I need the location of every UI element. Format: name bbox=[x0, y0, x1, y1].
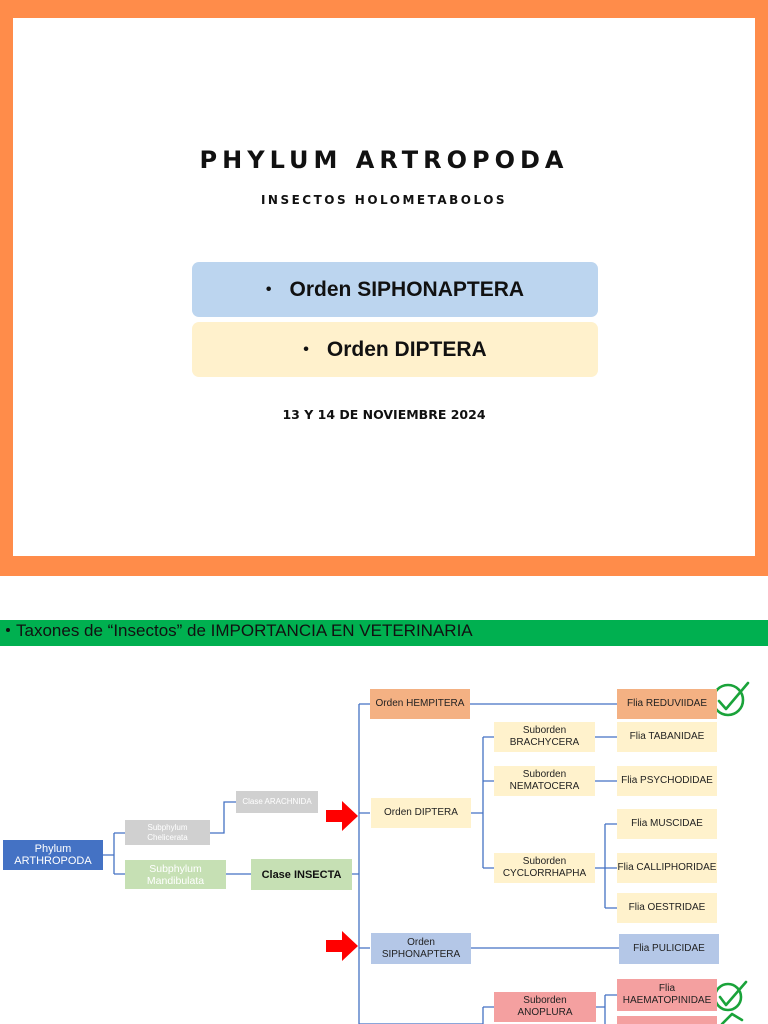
order-siphonaptera-box: • Orden SIPHONAPTERA bbox=[192, 262, 598, 317]
slide-date: 13 Y 14 DE NOVIEMBRE 2024 bbox=[282, 407, 486, 422]
node-flia-calliphoridae: Flia CALLIPHORIDAE bbox=[617, 853, 717, 883]
taxa-banner-text: Taxones de “Insectos” de IMPORTANCIA EN … bbox=[16, 621, 473, 640]
node-flia-oestridae: Flia OESTRIDAE bbox=[617, 893, 717, 923]
node-suborden-brachycera: Suborden BRACHYCERA bbox=[494, 722, 595, 752]
node-phylum-arthropoda: Phylum ARTHROPODA bbox=[3, 840, 103, 870]
check-reduviidae-icon bbox=[711, 681, 750, 717]
node-flia-muscidae: Flia MUSCIDAE bbox=[617, 809, 717, 839]
node-orden-diptera: Orden DIPTERA bbox=[371, 798, 471, 828]
red-arrows bbox=[326, 801, 358, 961]
node-clase-arachnida: Clase ARACHNIDA bbox=[236, 791, 318, 813]
node-flia-reduviidae: Flia REDUVIIDAE bbox=[617, 689, 717, 719]
slide-title: PHYLUM ARTROPODA bbox=[199, 146, 569, 174]
bullet: • bbox=[303, 340, 309, 358]
bullet-dot bbox=[6, 628, 10, 633]
order-diptera-box: • Orden DIPTERA bbox=[192, 322, 598, 377]
node-subphylum-chelicerata: Subphylum Chelicerata bbox=[125, 820, 210, 845]
slide-subtitle: INSECTOS HOLOMETABOLOS bbox=[260, 193, 508, 207]
partial-family-box bbox=[617, 1016, 717, 1024]
arrow-diptera bbox=[326, 801, 358, 831]
taxa-banner: Taxones de “Insectos” de IMPORTANCIA EN … bbox=[0, 620, 768, 646]
node-flia-pulicidae: Flia PULICIDAE bbox=[619, 934, 719, 964]
arrow-siphonaptera bbox=[326, 931, 358, 961]
node-suborden-cyclorrhapha: Suborden CYCLORRHAPHA bbox=[494, 853, 595, 883]
order-diptera-label: Orden DIPTERA bbox=[326, 337, 487, 361]
node-subphylum-mandibulata: Subphylum Mandibulata bbox=[125, 860, 226, 889]
node-suborden-nematocera: Suborden NEMATOCERA bbox=[494, 766, 595, 796]
bullet: • bbox=[265, 280, 272, 298]
node-clase-insecta: Clase INSECTA bbox=[251, 859, 352, 890]
order-siphonaptera-label: Orden SIPHONAPTERA bbox=[289, 277, 525, 301]
check-partial-icon bbox=[720, 1012, 744, 1024]
node-flia-haematopinidae: Flia HAEMATOPINIDAE bbox=[617, 979, 717, 1011]
node-flia-tabanidae: Flia TABANIDAE bbox=[617, 722, 717, 752]
node-orden-siphonaptera: Orden SIPHONAPTERA bbox=[371, 933, 471, 964]
node-orden-hempitera: Orden HEMPITERA bbox=[370, 689, 470, 719]
node-suborden-anoplura: Suborden ANOPLURA bbox=[494, 992, 596, 1022]
check-haematopinidae-icon bbox=[713, 980, 748, 1012]
node-flia-psychodidae: Flia PSYCHODIDAE bbox=[617, 766, 717, 796]
